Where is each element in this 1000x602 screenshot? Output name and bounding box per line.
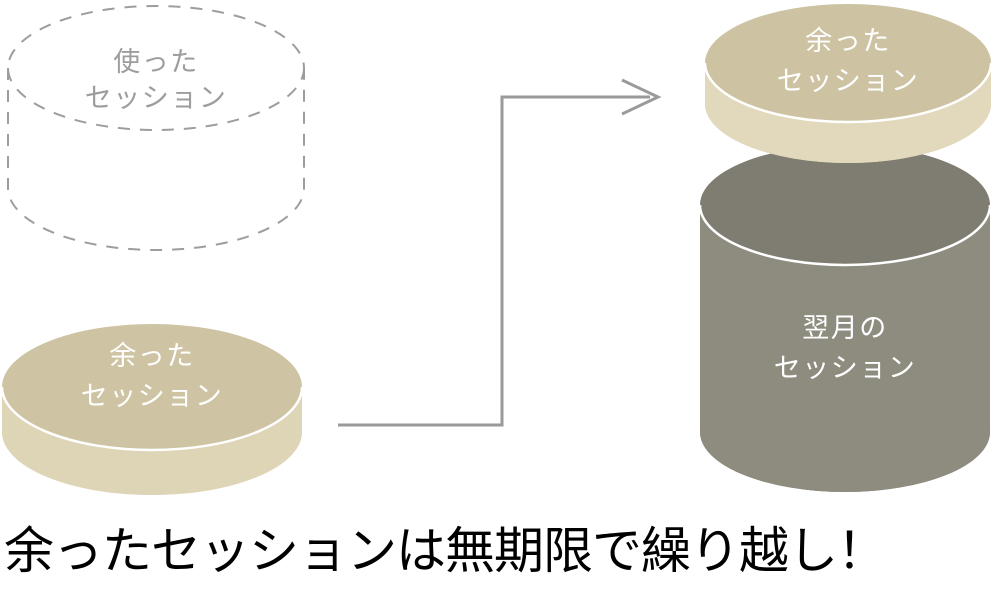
leftover-cylinder-seam [0, 386, 304, 452]
used-cylinder-label-line1: 使った [113, 47, 199, 77]
used-cylinder-label-line2: セッション [85, 83, 228, 113]
leftover-cylinder-top-face [2, 324, 302, 450]
next-month-cylinder-top-face [700, 145, 990, 265]
arrow-head-icon [621, 78, 662, 116]
leftover-cylinder-label-line2: セッション [81, 381, 224, 411]
used-cylinder-body-outline [7, 68, 305, 251]
carried-leftover-cylinder-top-face [705, 4, 991, 122]
carried-leftover-sessions-cylinder: 余った セッション [703, 4, 993, 163]
carried-leftover-cylinder-seam [703, 62, 993, 124]
carried-leftover-cylinder-label-line1: 余った [805, 26, 891, 56]
next-month-cylinder-label-line1: 翌月の [802, 313, 888, 343]
leftover-cylinder-label-line1: 余った [109, 341, 195, 371]
leftover-sessions-cylinder: 余った セッション [0, 324, 304, 495]
used-cylinder-top-ellipse [7, 5, 305, 131]
carried-leftover-cylinder-label-line2: セッション [777, 66, 920, 96]
next-month-cylinder-label-line2: セッション [774, 353, 917, 383]
caption: 余ったセッションは無期限で繰り越し！ [4, 522, 887, 580]
next-month-sessions-cylinder: 翌月の セッション [698, 145, 992, 492]
next-month-cylinder-bottom-cap [700, 372, 990, 492]
arrow-shaft [338, 95, 650, 427]
next-month-cylinder-seam [698, 204, 992, 267]
used-sessions-cylinder: 使った セッション [7, 5, 305, 251]
carryover-arrow [338, 78, 662, 427]
